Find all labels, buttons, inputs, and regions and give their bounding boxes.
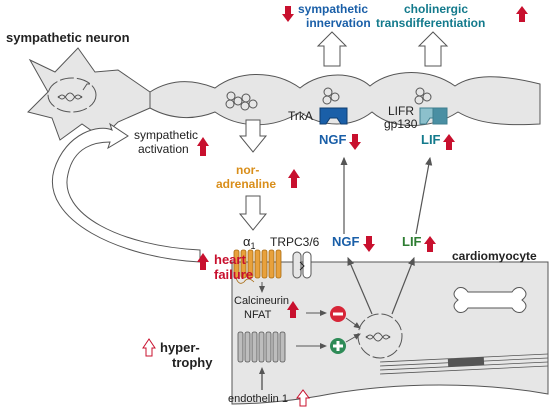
lif-top-label: LIF <box>421 132 441 147</box>
vesicles-3 <box>322 87 340 105</box>
transdifferentiation-up-arrow-icon <box>516 6 528 22</box>
hypertrophy-up-hollow-arrow-icon <box>142 338 156 357</box>
noradrenaline-release-down-arrow <box>238 119 268 153</box>
lif-secretion-arrow <box>415 156 433 235</box>
vesicles-2 <box>240 93 258 111</box>
alpha1-label: α1 <box>243 234 256 251</box>
endothelin-label: endothelin 1 <box>228 393 288 405</box>
trka-receptor <box>319 107 348 125</box>
lif-mid-up-arrow-icon <box>424 236 436 252</box>
t-tubule-structure <box>453 287 527 313</box>
endothelin-receptor <box>237 331 286 363</box>
alpha1-adrenergic-receptor <box>233 249 282 279</box>
gp130-label: gp130 <box>384 117 418 131</box>
heart-failure-up-arrow-icon <box>197 253 209 270</box>
neuron-soma <box>27 47 151 141</box>
vesicles-4 <box>414 87 432 105</box>
cardiomyocyte-label: cardiomyocyte <box>452 249 537 263</box>
trpc-channel <box>292 251 312 279</box>
vesicles-1 <box>225 91 243 109</box>
ngf-top-down-arrow-icon <box>349 134 361 150</box>
neuron-dna-icon-2 <box>57 92 83 100</box>
innervation-down-arrow-icon <box>282 6 294 22</box>
endothelin-up-hollow-arrow-icon <box>296 389 310 407</box>
lif-top-up-arrow-icon <box>443 134 455 150</box>
sympathetic-innervation-label-2: innervation <box>306 16 371 30</box>
transdifferentiation-up-hollow-arrow <box>417 31 449 67</box>
sympathetic-neuron-label: sympathetic neuron <box>6 30 130 45</box>
sympathetic-activation-label-1: sympathetic <box>134 128 198 142</box>
lif-mid-label: LIF <box>402 234 422 249</box>
noradrenaline-label-1: nor- <box>236 163 259 177</box>
ngf-mid-label: NGF <box>332 234 360 249</box>
sympathetic-neuron <box>27 47 541 141</box>
ngf-top-label: NGF <box>319 132 347 147</box>
sympathetic-activation-up-arrow-icon <box>197 137 209 156</box>
neuron-dna-icon <box>57 94 83 102</box>
sympathetic-activation-label-2: activation <box>138 142 189 156</box>
sympathetic-innervation-label-1: sympathetic <box>298 2 368 16</box>
nfat-label: NFAT <box>244 309 272 321</box>
hypertrophy-label-2: trophy <box>172 355 213 370</box>
lifr-label: LIFR <box>388 104 414 118</box>
ngf-mid-down-arrow-icon <box>363 236 375 252</box>
cholinergic-label-2: transdifferentiation <box>376 16 485 30</box>
trka-label: TrkA <box>288 109 313 123</box>
hypertrophy-label-1: hyper- <box>160 340 200 355</box>
noradrenaline-up-arrow-icon <box>288 169 300 188</box>
sarcomere-filaments <box>379 353 549 375</box>
neuron-nucleus <box>47 77 97 113</box>
noradrenaline-label-2: adrenaline <box>216 177 276 191</box>
innervation-up-hollow-arrow <box>316 31 348 67</box>
heart-failure-label-1: heart <box>214 252 246 267</box>
heart-failure-label-2: failure <box>214 267 253 282</box>
calcineurin-up-arrow-icon <box>287 301 299 318</box>
feedback-curve-arrow <box>51 122 201 263</box>
trpc-label: TRPC3/6 <box>270 235 320 249</box>
noradrenaline-to-receptor-down-arrow <box>238 195 268 231</box>
cardiomyocyte-cell <box>231 261 549 405</box>
calcineurin-label: Calcineurin <box>234 295 289 307</box>
cholinergic-label-1: cholinergic <box>404 2 468 16</box>
